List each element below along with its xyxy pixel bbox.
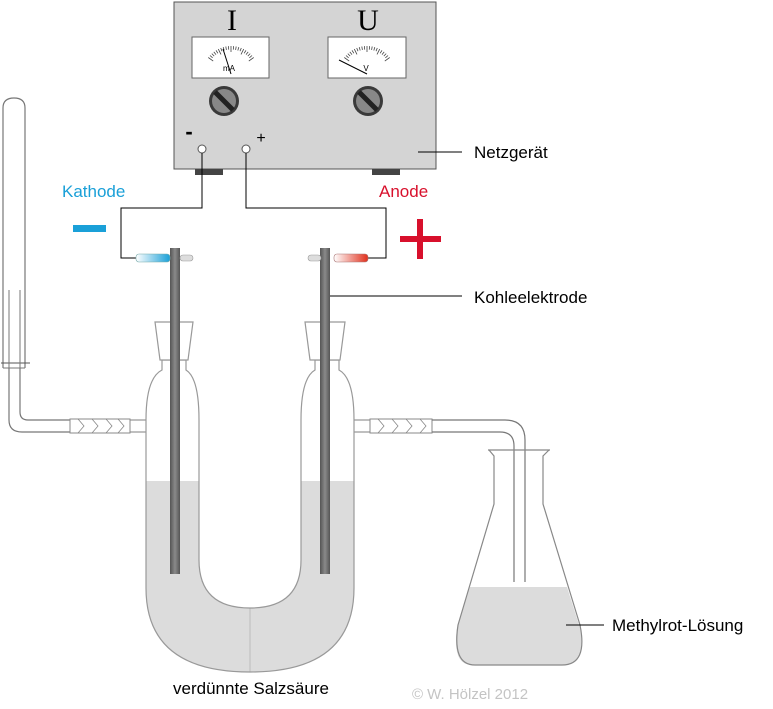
meter-scale-tick bbox=[240, 48, 245, 55]
anode-carbon-electrode bbox=[320, 248, 330, 574]
meter-scale-tick bbox=[249, 55, 253, 59]
voltmeter-unit: V bbox=[363, 64, 369, 73]
positive-terminal[interactable] bbox=[241, 144, 251, 154]
hydrochloric-acid-liquid bbox=[146, 481, 354, 672]
meter-scale-tick bbox=[243, 50, 247, 54]
current-symbol: I bbox=[227, 4, 237, 37]
meter-scale-tick bbox=[353, 48, 358, 55]
meter-scale-tick bbox=[345, 55, 349, 59]
meter-scale-tick bbox=[245, 51, 249, 55]
voltage-knob[interactable] bbox=[353, 86, 383, 116]
u-tube bbox=[130, 321, 370, 673]
meter-scale-tick bbox=[385, 55, 389, 59]
negative-terminal-sign: - bbox=[185, 119, 192, 144]
power-supply-housing bbox=[173, 1, 437, 170]
meter-scale-tick bbox=[361, 46, 363, 50]
meter-scale-tick bbox=[239, 47, 242, 52]
right-tubing bbox=[432, 419, 526, 582]
meter-scale-tick bbox=[384, 57, 390, 62]
meter-scale-tick bbox=[376, 48, 381, 55]
meter-scale-tick bbox=[344, 57, 350, 62]
meter-scale-tick bbox=[375, 47, 378, 52]
meter-scale-tick bbox=[220, 47, 223, 52]
meter-scale-tick bbox=[248, 57, 254, 62]
cathode-carbon-electrode bbox=[170, 248, 180, 574]
voltmeter: V bbox=[327, 36, 407, 79]
electrode-label: Kohleelektrode bbox=[474, 288, 587, 307]
meter-scale-tick bbox=[349, 51, 353, 55]
meter-scale-tick bbox=[358, 46, 361, 51]
meter-scale-tick bbox=[211, 53, 215, 57]
ammeter-needle bbox=[222, 48, 232, 75]
power-supply-foot-left bbox=[195, 169, 223, 175]
power-supply: I U mA V - + bbox=[173, 1, 437, 175]
cathode-label: Kathode bbox=[62, 182, 125, 201]
power-supply-label: Netzgerät bbox=[474, 143, 548, 162]
left-tubing bbox=[8, 365, 70, 433]
meter-scale-tick bbox=[351, 50, 355, 54]
methyl-red-solution bbox=[456, 587, 582, 665]
cathode-clip bbox=[135, 253, 171, 263]
anode-wire bbox=[245, 153, 387, 259]
anode-label: Anode bbox=[379, 182, 428, 201]
gas-collection-tube bbox=[1, 97, 30, 369]
meter-scale-tick bbox=[217, 48, 222, 55]
meter-scale-tick bbox=[209, 55, 213, 59]
erlenmeyer-flask bbox=[456, 449, 583, 666]
meter-scale-tick bbox=[208, 57, 214, 62]
cathode-wire bbox=[120, 153, 203, 259]
meter-scale-tick bbox=[225, 46, 227, 50]
meter-scale-tick bbox=[247, 53, 251, 57]
meter-scale-tick bbox=[347, 53, 351, 57]
plus-sign-vertical bbox=[417, 219, 423, 259]
current-knob[interactable] bbox=[209, 86, 239, 116]
meter-scale-tick bbox=[379, 50, 383, 54]
meter-scale-tick bbox=[381, 51, 385, 55]
wires bbox=[120, 153, 387, 259]
meter-scale-tick bbox=[373, 46, 376, 51]
meter-scale-tick bbox=[235, 46, 237, 50]
meter-scale-tick bbox=[213, 51, 217, 55]
meter-scale-tick bbox=[371, 46, 373, 50]
left-hose-connector bbox=[69, 418, 131, 434]
meter-scale-tick bbox=[383, 53, 387, 57]
voltmeter-needle bbox=[338, 59, 368, 75]
minus-sign-icon bbox=[73, 225, 106, 232]
meter-scale-tick bbox=[222, 46, 225, 51]
indicator-label: Methylrot-Lösung bbox=[612, 616, 743, 635]
voltage-symbol: U bbox=[357, 4, 379, 37]
electrolyte-label: verdünnte Salzsäure bbox=[173, 679, 329, 698]
meter-scale-tick bbox=[215, 50, 219, 54]
anode-clip bbox=[333, 253, 369, 263]
ammeter-unit: mA bbox=[223, 64, 236, 73]
copyright-label: © W. Hölzel 2012 bbox=[412, 686, 528, 703]
positive-terminal-sign: + bbox=[256, 130, 265, 147]
negative-terminal[interactable] bbox=[197, 144, 207, 154]
meter-scale-tick bbox=[237, 46, 240, 51]
power-supply-foot-right bbox=[372, 169, 400, 175]
meter-scale-tick bbox=[356, 47, 359, 52]
right-hose-connector bbox=[369, 418, 433, 434]
ammeter: mA bbox=[191, 36, 270, 79]
